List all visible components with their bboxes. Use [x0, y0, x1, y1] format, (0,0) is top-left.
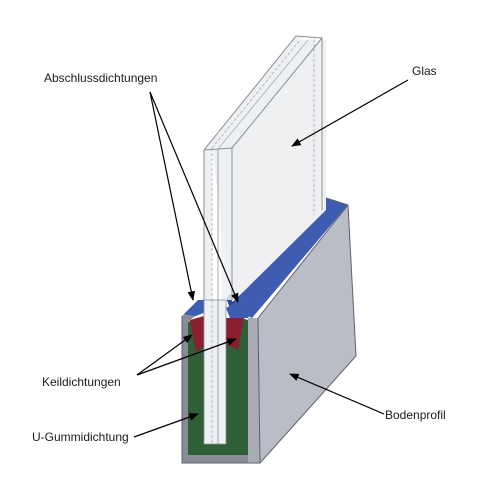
leader-end-seals-right	[149, 91, 239, 303]
leader-glass	[291, 79, 409, 147]
end-seal-right	[226, 300, 252, 318]
label-glass: Glas	[412, 64, 437, 78]
leader-base-profile	[289, 373, 385, 415]
leader-u-rubber	[133, 413, 199, 438]
leader-lines	[133, 79, 409, 438]
label-base-profile: Bodenprofil	[385, 408, 446, 422]
end-seal-strip	[230, 198, 348, 318]
leader-wedge-seals-right	[136, 338, 237, 376]
glass-face	[218, 40, 322, 300]
leader-wedge-seals-left	[136, 334, 193, 376]
wedge-seal-left	[190, 316, 204, 352]
glass-in-channel	[203, 299, 227, 445]
base-profile-front	[248, 318, 260, 463]
label-wedge-seals: Keildichtungen	[42, 375, 121, 389]
end-seal-left	[184, 300, 206, 316]
base-profile-side	[258, 205, 356, 463]
leader-end-seals-left	[149, 91, 196, 301]
label-end-seals: Abschlussdichtungen	[44, 71, 158, 85]
label-u-rubber-seal: U-Gummidichtung	[32, 430, 129, 444]
